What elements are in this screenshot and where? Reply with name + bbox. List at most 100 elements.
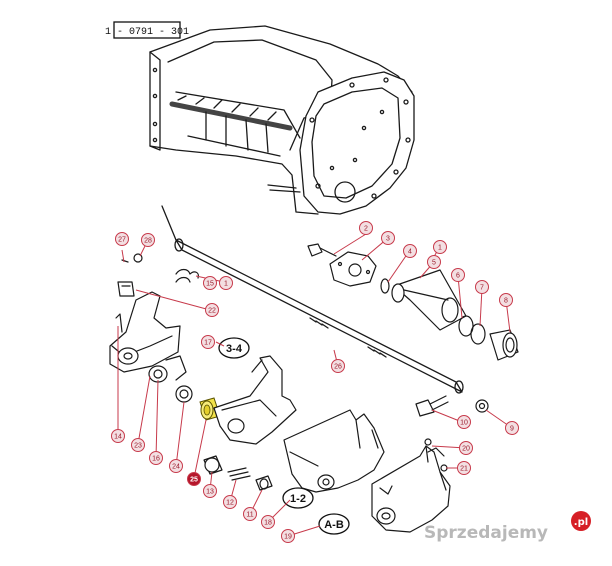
callout-c27: 27 (115, 232, 129, 246)
callout-c22: 22 (205, 303, 219, 317)
callout-label: 2 (364, 225, 368, 232)
callout-circle (219, 276, 233, 290)
callout-circle (149, 451, 163, 465)
callout-label: 18 (264, 519, 272, 526)
callout-label: 6 (456, 272, 460, 279)
callout-circle (459, 441, 473, 455)
svg-text:3-4: 3-4 (226, 343, 243, 355)
callout-label: 17 (204, 339, 212, 346)
callout-label: 4 (408, 248, 412, 255)
callout-circle (381, 231, 395, 245)
center-fork-assembly (213, 355, 297, 445)
svg-text:.pl: .pl (574, 517, 588, 528)
callout-c18: 18 (261, 515, 275, 529)
selector-cover-assembly (307, 243, 519, 361)
callout-c14: 14 (111, 429, 125, 443)
callout-c25: 25 (187, 472, 201, 486)
callout-c17: 17 (201, 335, 215, 349)
callout-label: 23 (134, 442, 142, 449)
callouts: 1123456789101112131415161718192021222324… (111, 221, 519, 543)
reference-box: 1 - 0791 - 301 (105, 21, 189, 39)
callout-c1a: 1 (433, 240, 447, 254)
callout-circle (281, 529, 295, 543)
callout-c26: 26 (331, 359, 345, 373)
highlighted-bushing (199, 397, 221, 421)
callout-circle (203, 484, 217, 498)
callout-label: 26 (334, 363, 342, 370)
callout-c19: 19 (281, 529, 295, 543)
callout-label: 5 (432, 259, 436, 266)
callout-circle (457, 461, 471, 475)
callout-circle (141, 233, 155, 247)
callout-circle (331, 359, 345, 373)
callout-c11: 11 (243, 507, 257, 521)
callout-label: 8 (504, 297, 508, 304)
callout-label: 10 (460, 419, 468, 426)
callout-label: 25 (190, 476, 198, 483)
reference-number: 1 - 0791 - 301 (105, 27, 189, 38)
gearbox-housing (149, 25, 415, 215)
callout-circle (201, 335, 215, 349)
left-fork-assembly (109, 253, 199, 403)
callout-c10: 10 (457, 415, 471, 429)
callout-circle (475, 280, 489, 294)
callout-circle (359, 221, 373, 235)
callout-label: 21 (460, 465, 468, 472)
callout-circle (433, 240, 447, 254)
callout-circle (115, 232, 129, 246)
callout-c3: 3 (381, 231, 395, 245)
rail-end-parts (415, 395, 489, 417)
callout-label: 13 (206, 488, 214, 495)
callout-c2: 2 (359, 221, 373, 235)
callout-c16: 16 (149, 451, 163, 465)
callout-c9: 9 (505, 421, 519, 435)
callout-c6: 6 (451, 268, 465, 282)
callout-label: 28 (144, 237, 152, 244)
callout-c15: 15 (203, 276, 217, 290)
callout-c24: 24 (169, 459, 183, 473)
callout-circle (457, 415, 471, 429)
callout-label: 1 (224, 280, 228, 287)
callout-circle (169, 459, 183, 473)
callout-label: 20 (462, 445, 470, 452)
svg-text:1-2: 1-2 (290, 493, 306, 505)
callout-c21: 21 (457, 461, 471, 475)
group-marker-1-2: 1-2 (282, 487, 314, 509)
callout-c12: 12 (223, 495, 237, 509)
callout-circle (187, 472, 201, 486)
callout-label: 19 (284, 533, 292, 540)
watermark: Sprzedajemy .pl (424, 511, 591, 543)
callout-c23: 23 (131, 438, 145, 452)
group-marker-3-4: 3-4 (218, 337, 250, 359)
callout-c8: 8 (499, 293, 513, 307)
callout-label: 27 (118, 236, 126, 243)
callout-label: 11 (246, 511, 253, 518)
detent-parts (203, 455, 273, 491)
group-marker-a-b: A-B (318, 513, 350, 535)
callout-label: 9 (510, 425, 514, 432)
callout-circle (261, 515, 275, 529)
callout-label: 12 (226, 499, 234, 506)
callout-circle (243, 507, 257, 521)
callout-label: 24 (172, 463, 180, 470)
callout-circle (131, 438, 145, 452)
callout-label: 15 (206, 280, 214, 287)
fork-1-2-assembly (283, 409, 385, 493)
callout-circle (499, 293, 513, 307)
callout-label: 16 (152, 455, 160, 462)
callout-label: 3 (386, 235, 390, 242)
fork-a-b-assembly (371, 438, 451, 533)
callout-circle (403, 244, 417, 258)
callout-label: 14 (114, 433, 122, 440)
callout-circle (205, 303, 219, 317)
callout-label: 22 (208, 307, 216, 314)
callout-circle (505, 421, 519, 435)
callout-c5: 5 (427, 255, 441, 269)
callout-circle (111, 429, 125, 443)
callout-c4: 4 (403, 244, 417, 258)
callout-circle (451, 268, 465, 282)
callout-circle (427, 255, 441, 269)
svg-text:A-B: A-B (324, 519, 344, 531)
